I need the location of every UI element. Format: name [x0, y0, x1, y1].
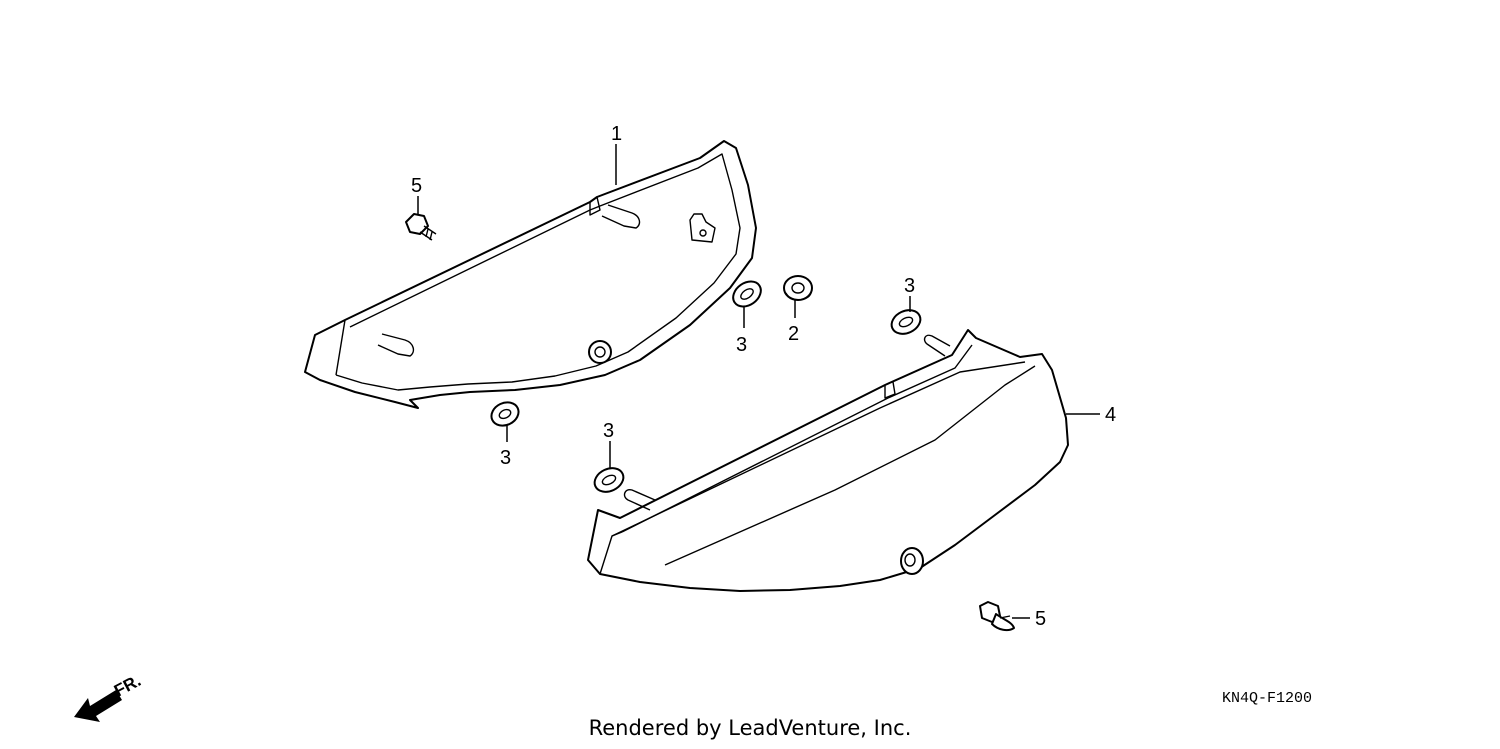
- callout-3-right: 3: [904, 275, 915, 297]
- callout-4: 4: [1105, 404, 1116, 426]
- credit-text: Rendered by LeadVenture, Inc.: [588, 716, 912, 740]
- callout-2: 2: [788, 323, 799, 345]
- callout-3-center: 3: [736, 334, 747, 356]
- right-side-cover[interactable]: [587, 329, 1069, 592]
- front-direction-arrow-icon: [74, 690, 122, 722]
- left-side-cover[interactable]: [304, 140, 757, 409]
- callout-1: 1: [611, 123, 622, 145]
- grommet-part-3-b[interactable]: [888, 306, 924, 339]
- screw-part-5-b[interactable]: [979, 601, 1015, 632]
- callout-5-bottom: 5: [1035, 608, 1046, 630]
- callout-3-lower: 3: [603, 420, 614, 442]
- callout-5-top: 5: [411, 175, 422, 197]
- grommet-part-3-d[interactable]: [591, 464, 627, 497]
- collar-part-2[interactable]: [783, 275, 813, 301]
- grommet-part-3-c[interactable]: [488, 398, 523, 430]
- diagram-code: KN4Q-F1200: [1222, 690, 1313, 707]
- grommet-part-3-a[interactable]: [728, 276, 765, 311]
- callout-3-left: 3: [500, 447, 511, 469]
- leader-lines: [417, 144, 1100, 619]
- screw-part-5-a[interactable]: [405, 213, 437, 241]
